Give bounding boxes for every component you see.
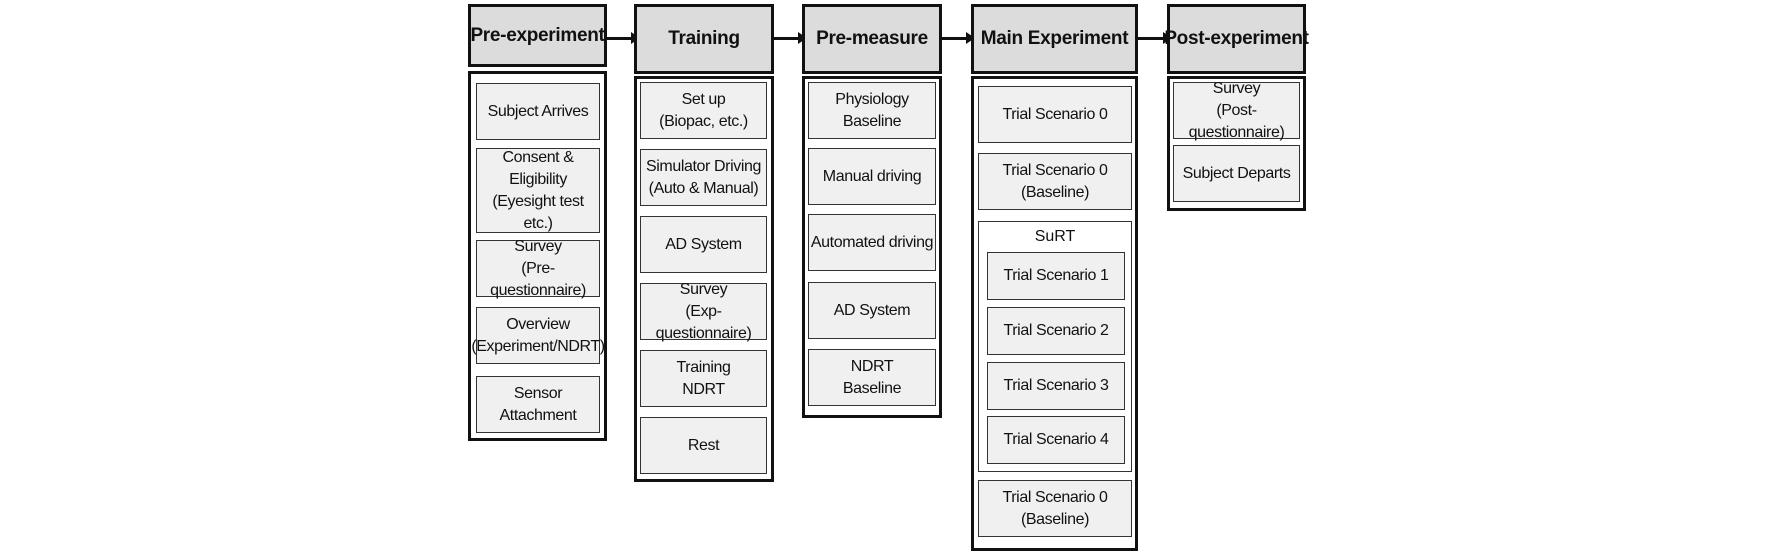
stage-main-experiment-header: Main Experiment — [971, 4, 1138, 74]
arrow-4 — [1138, 32, 1172, 44]
surt-group-label: SuRT — [1034, 228, 1076, 245]
step-simulator-driving: Simulator Driving (Auto & Manual) — [640, 149, 767, 206]
stage-post-experiment-header: Post-experiment — [1164, 4, 1309, 74]
stage-pre-experiment-header: Pre-experiment — [468, 4, 607, 67]
step-ndrt-baseline: NDRT Baseline — [808, 349, 936, 406]
step-consent-eligibility: Consent & Eligibility (Eyesight test etc… — [476, 148, 600, 233]
step-trial-scenario-2: Trial Scenario 2 — [987, 307, 1125, 355]
arrow-2 — [774, 32, 807, 44]
stage-pre-measure-header: Pre-measure — [802, 4, 942, 74]
step-subject-arrives: Subject Arrives — [476, 83, 600, 140]
step-trial-scenario-0: Trial Scenario 0 — [978, 86, 1132, 143]
step-sensor-attachment: Sensor Attachment — [476, 376, 600, 433]
step-trial-scenario-0-baseline: Trial Scenario 0 (Baseline) — [978, 153, 1132, 210]
stage-training-header: Training — [634, 4, 774, 74]
step-subject-departs: Subject Departs — [1173, 145, 1300, 202]
arrow-3 — [942, 32, 975, 44]
step-ad-system-premeasure: AD System — [808, 282, 936, 339]
step-pre-questionnaire: Survey (Pre-questionnaire) — [476, 238, 600, 299]
step-trial-scenario-1: Trial Scenario 1 — [987, 252, 1125, 300]
stage-training-body — [634, 76, 774, 482]
step-set-up: Set up (Biopac, etc.) — [640, 82, 767, 139]
step-trial-scenario-0-baseline-final: Trial Scenario 0 (Baseline) — [978, 480, 1132, 537]
step-exp-questionnaire: Survey (Exp-questionnaire) — [640, 281, 767, 342]
arrow-1 — [607, 32, 640, 44]
step-physiology-baseline: Physiology Baseline — [808, 82, 936, 139]
step-trial-scenario-3: Trial Scenario 3 — [987, 362, 1125, 410]
step-rest: Rest — [640, 417, 767, 474]
step-ad-system-training: AD System — [640, 216, 767, 273]
step-trial-scenario-4: Trial Scenario 4 — [987, 416, 1125, 464]
step-training-ndrt: Training NDRT — [640, 350, 767, 407]
step-post-questionnaire: Survey (Post-questionnaire) — [1173, 80, 1300, 141]
step-automated-driving: Automated driving — [808, 214, 936, 271]
step-manual-driving: Manual driving — [808, 148, 936, 205]
step-overview: Overview (Experiment/NDRT) — [471, 307, 605, 364]
